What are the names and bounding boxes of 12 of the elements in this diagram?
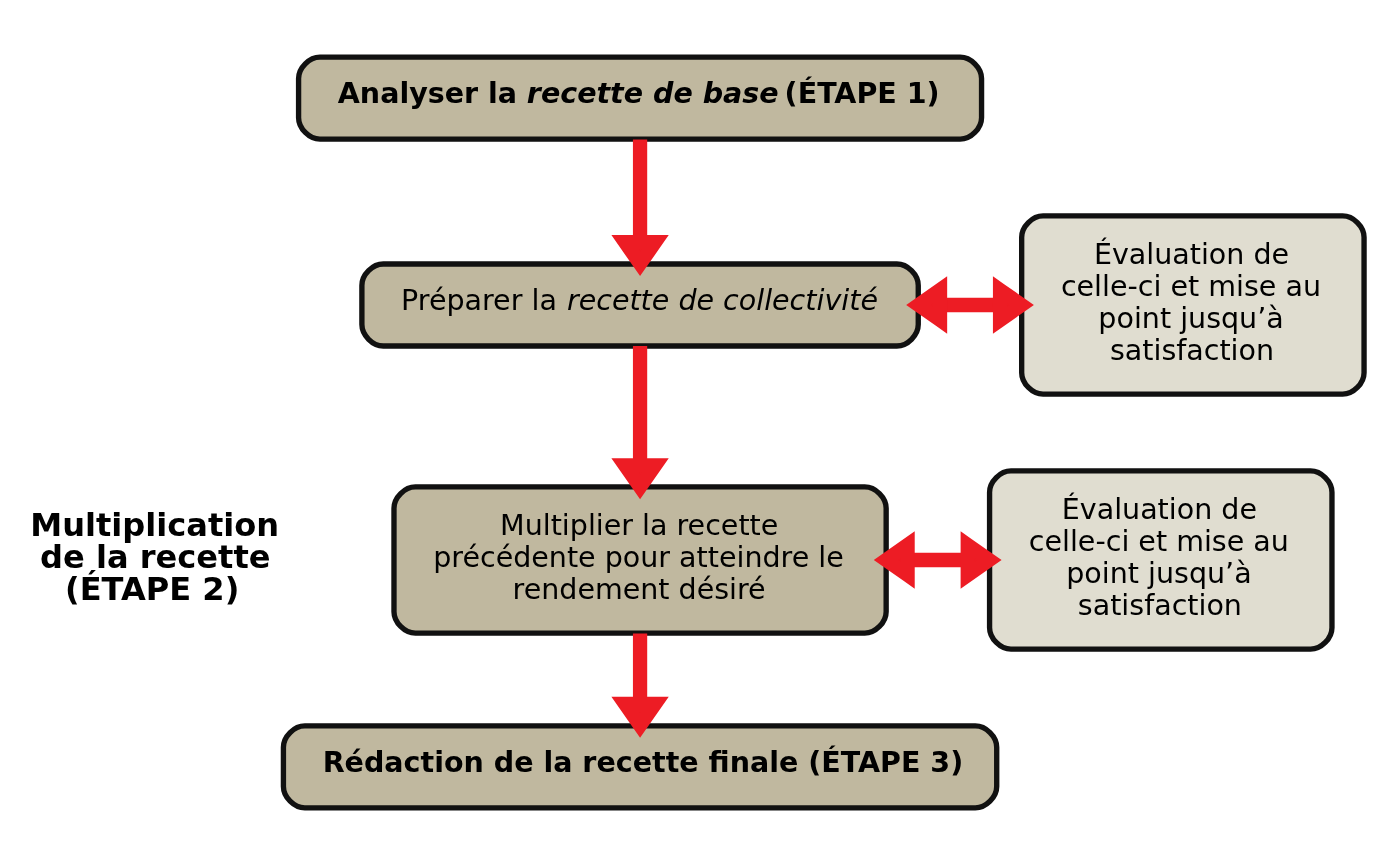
arrow: [611, 139, 669, 277]
arrow: [611, 633, 669, 738]
node-box: Analyser la recette de base (ÉTAPE 1): [295, 54, 985, 142]
arrow: [611, 346, 669, 500]
node-box: Évaluation de celle-ci et mise au point jusqu’à satisfaction: [1019, 213, 1367, 397]
node-box: Multiplier la recette précédente pour atteindre le rendement désiré: [391, 484, 889, 636]
node-box: Rédaction de la recette finale (ÉTAPE 3): [280, 723, 1000, 811]
node-box: Évaluation de celle-ci et mise au point jusqu’à satisfaction: [986, 468, 1335, 652]
arrow: [873, 531, 1002, 589]
node-box: Préparer la recette de collectivité: [359, 261, 921, 349]
label: Multiplication de la recette (ÉTAPE 2): [30, 505, 280, 608]
arrow: [906, 276, 1034, 334]
